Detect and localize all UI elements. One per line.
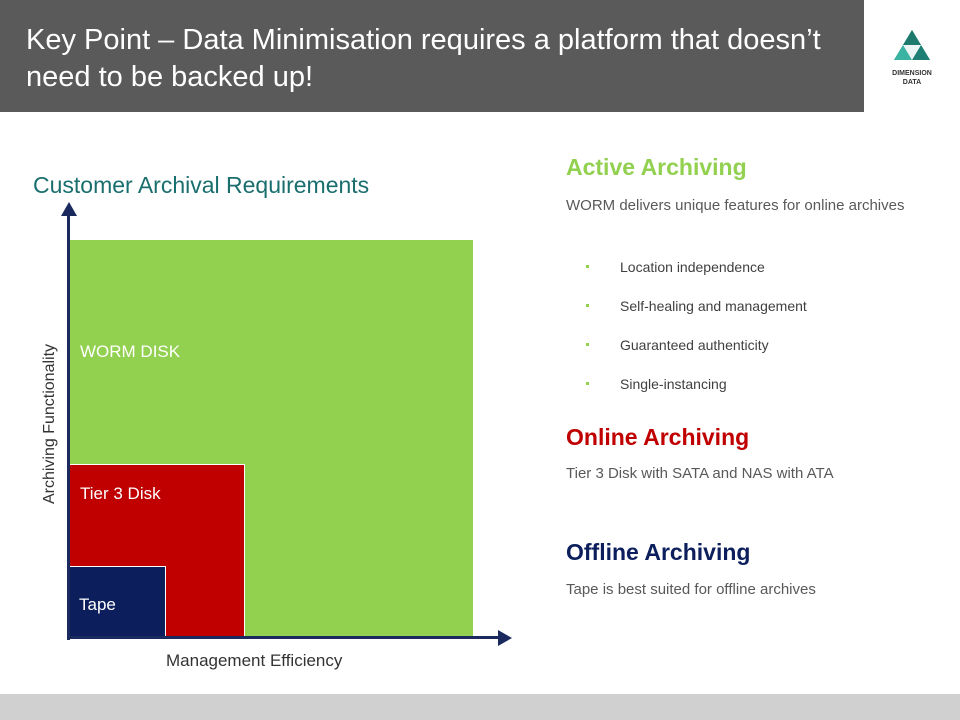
slide-footer-bar: [0, 694, 960, 720]
bullet-text: Location independence: [620, 259, 765, 275]
active-archiving-title: Active Archiving: [566, 154, 747, 180]
tier3-disk-label: Tier 3 Disk: [80, 484, 161, 503]
online-archiving-title: Online Archiving: [566, 424, 750, 450]
y-axis-arrow-icon: [61, 202, 77, 216]
bullet-square-icon: [586, 304, 589, 307]
x-axis-label: Management Efficiency: [166, 651, 343, 670]
active-archiving-description: WORM delivers unique features for online…: [566, 197, 905, 214]
active-archiving-bullets: Location independence Self-healing and m…: [586, 250, 807, 406]
diagram-title: Customer Archival Requirements: [33, 172, 370, 198]
bullet-square-icon: [586, 265, 589, 268]
bullet-square-icon: [586, 343, 589, 346]
bullet-text: Self-healing and management: [620, 298, 807, 314]
x-axis-line: [67, 636, 503, 639]
offline-archiving-title: Offline Archiving: [566, 539, 751, 565]
triangle-logo-icon: [894, 30, 930, 60]
offline-archiving-description: Tape is best suited for offline archives: [566, 581, 816, 598]
worm-disk-label: WORM DISK: [80, 342, 181, 361]
y-axis-line: [67, 212, 70, 640]
online-archiving-description: Tier 3 Disk with SATA and NAS with ATA: [566, 465, 834, 482]
bullet-text: Single-instancing: [620, 376, 727, 392]
x-axis-arrow-icon: [498, 630, 512, 646]
logo-text-line-1: DIMENSION: [892, 70, 932, 77]
bullet-item: Guaranteed authenticity: [586, 328, 807, 367]
bullet-text: Guaranteed authenticity: [620, 337, 769, 353]
bullet-item: Self-healing and management: [586, 289, 807, 328]
tape-block: [70, 566, 166, 637]
slide-header: Key Point – Data Minimisation requires a…: [0, 0, 864, 112]
bullet-item: Location independence: [586, 250, 807, 289]
dimension-data-logo: DIMENSION DATA: [864, 0, 960, 112]
tape-label: Tape: [79, 595, 116, 614]
slide-title: Key Point – Data Minimisation requires a…: [26, 24, 821, 93]
bullet-square-icon: [586, 382, 589, 385]
logo-text-line-2: DATA: [902, 79, 922, 86]
bullet-item: Single-instancing: [586, 367, 807, 406]
y-axis-label: Archiving Functionality: [41, 343, 58, 505]
